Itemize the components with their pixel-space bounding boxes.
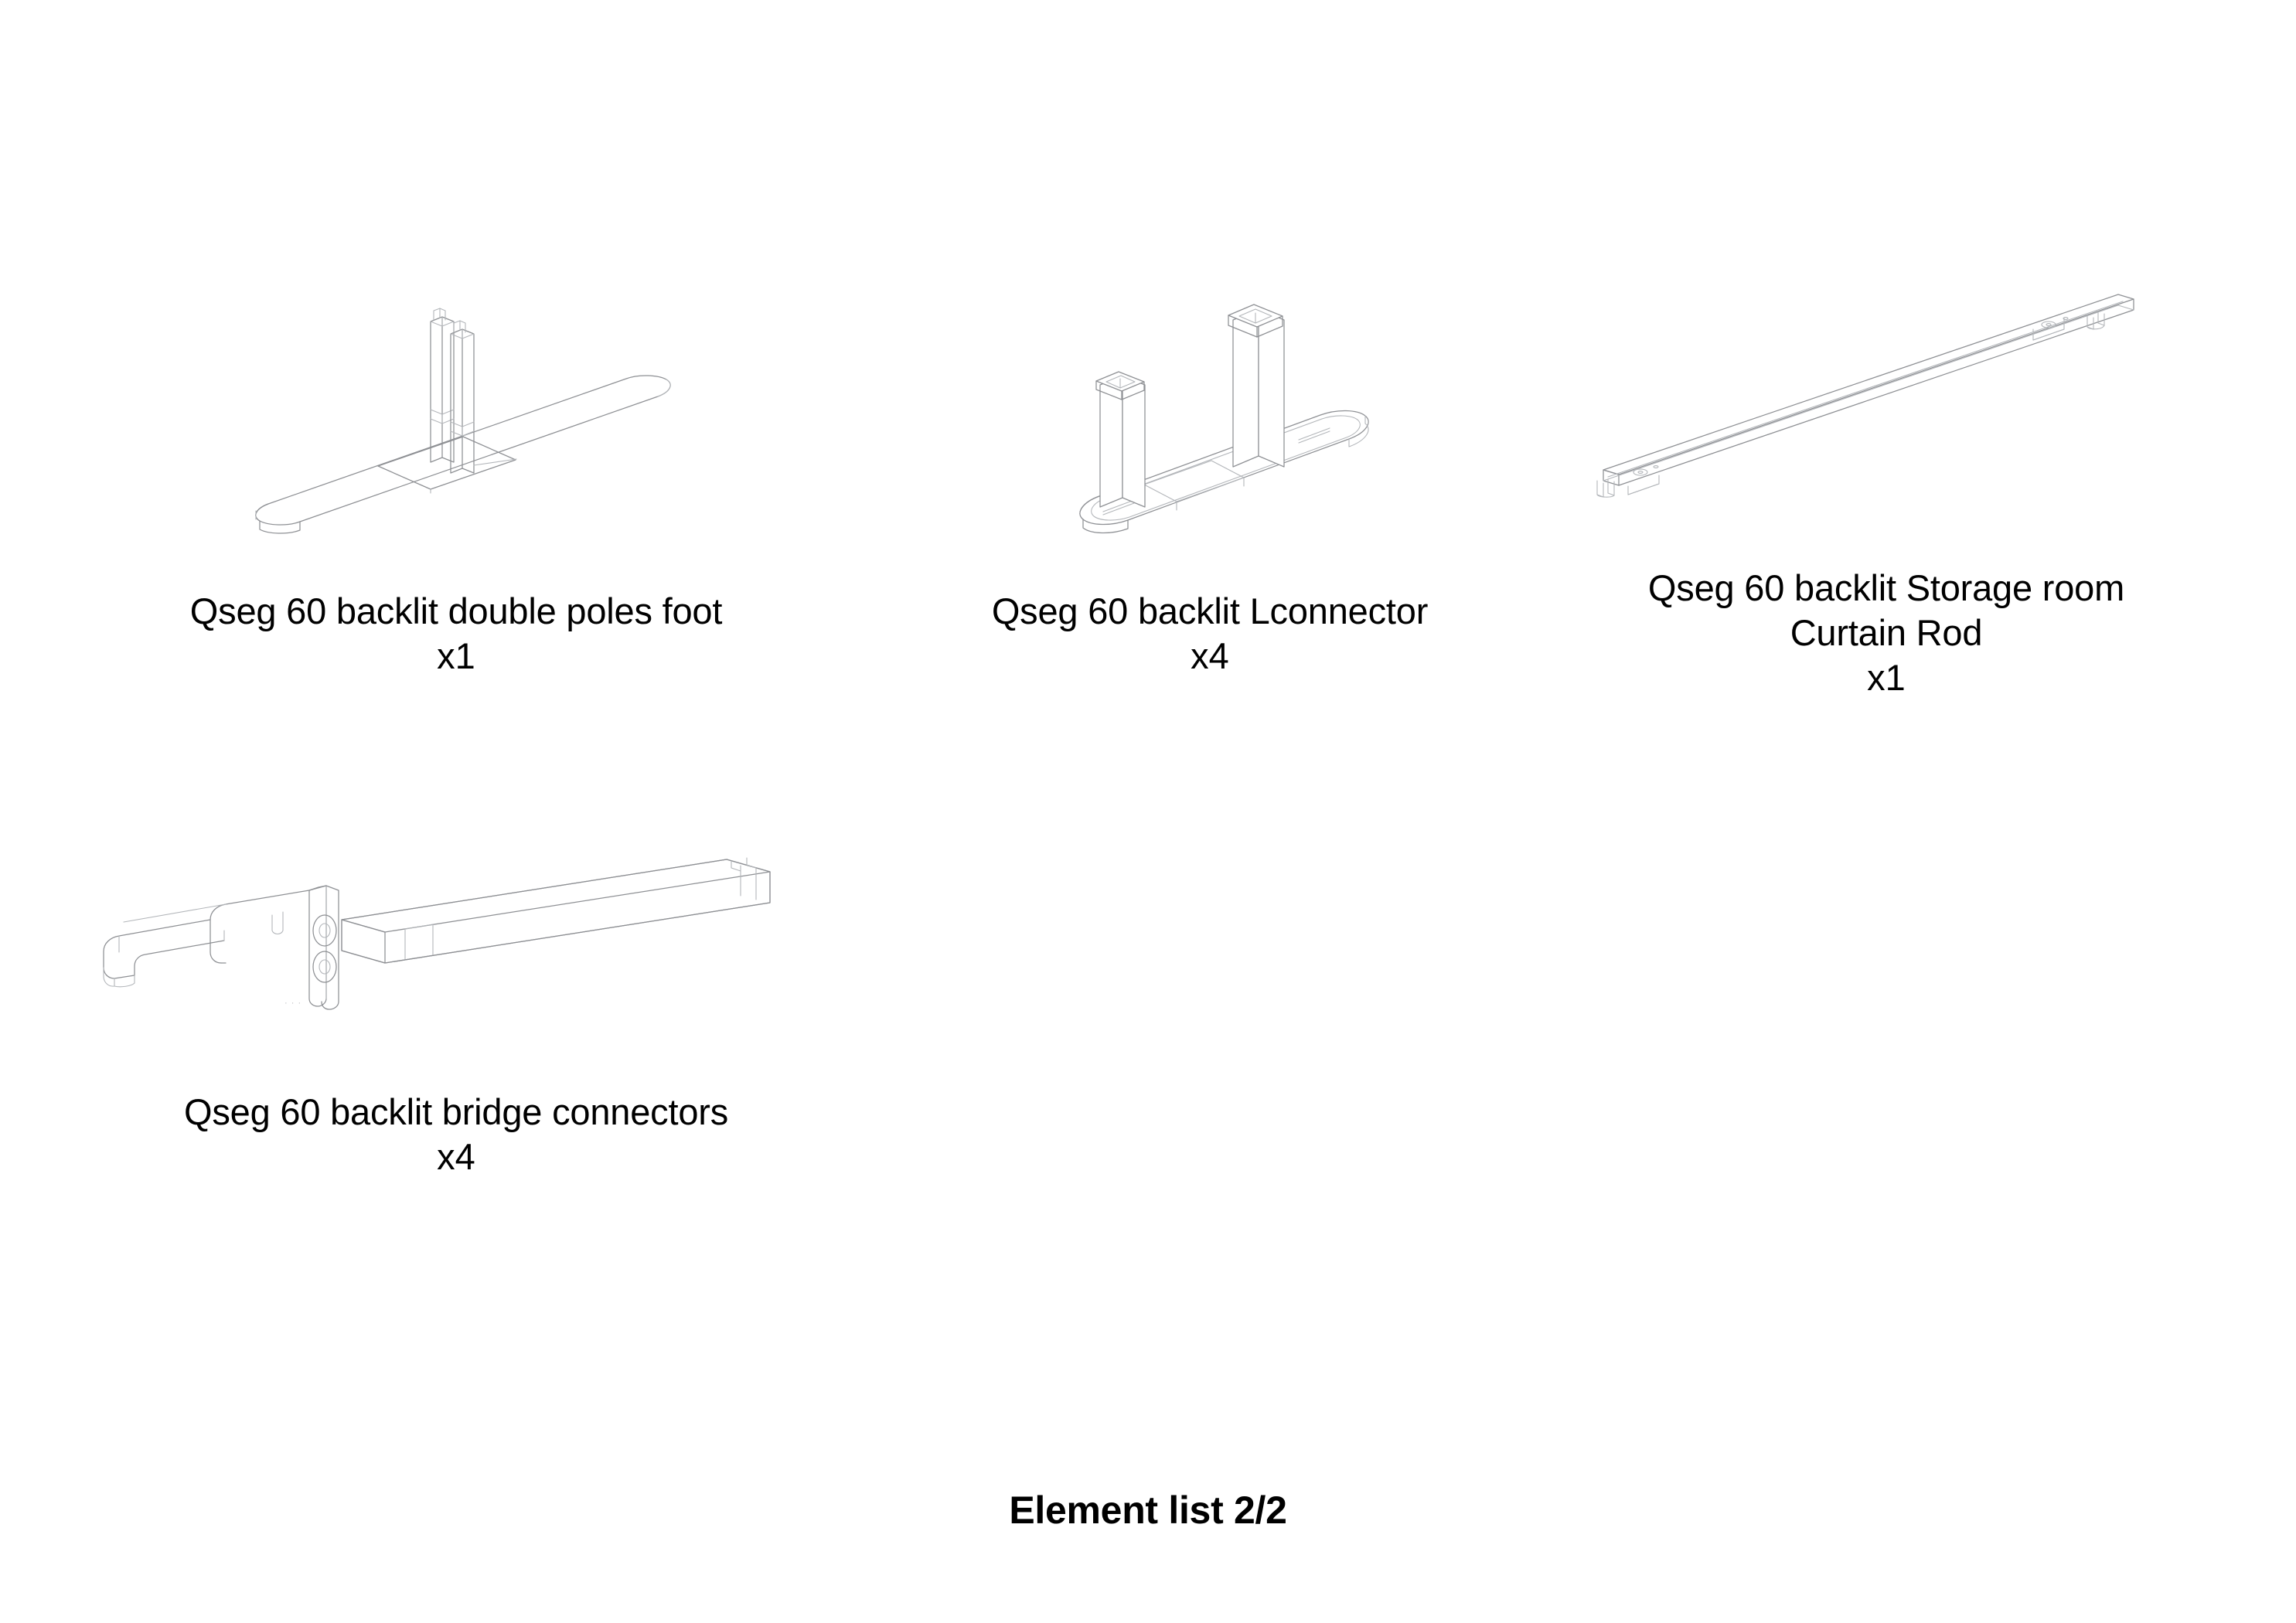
part-item-bridge-connectors: · · · Qseg 60 backlit bridge connectors …	[93, 835, 819, 1179]
bridge-connector-drawing: · · ·	[93, 835, 819, 1028]
part-label-bridge-connectors: Qseg 60 backlit bridge connectors	[183, 1091, 729, 1132]
part-quantity-double-poles-foot: x1	[437, 635, 475, 676]
part-item-lconnector: Qseg 60 backlit Lconnector x4	[920, 294, 1500, 679]
dimension-callout-mark: · · ·	[284, 999, 302, 1008]
part-item-curtain-rod: Qseg 60 backlit Storage room Curtain Rod…	[1593, 286, 2180, 700]
part-quantity-bridge-connectors: x4	[437, 1136, 475, 1177]
curtain-rod-drawing	[1593, 286, 2180, 518]
part-item-double-poles-foot: Qseg 60 backlit double poles foot x1	[93, 294, 819, 679]
part-label-curtain-rod: Qseg 60 backlit Storage room Curtain Rod	[1647, 567, 2125, 653]
part-label-double-poles-foot: Qseg 60 backlit double poles foot	[189, 590, 723, 631]
part-quantity-curtain-rod: x1	[1867, 657, 1906, 698]
part-quantity-lconnector: x4	[1191, 635, 1229, 676]
double-poles-foot-drawing	[93, 294, 819, 526]
lconnector-drawing	[920, 294, 1500, 526]
page-title: Element list 2/2	[1009, 1489, 1287, 1532]
part-label-lconnector: Qseg 60 backlit Lconnector	[991, 590, 1429, 631]
